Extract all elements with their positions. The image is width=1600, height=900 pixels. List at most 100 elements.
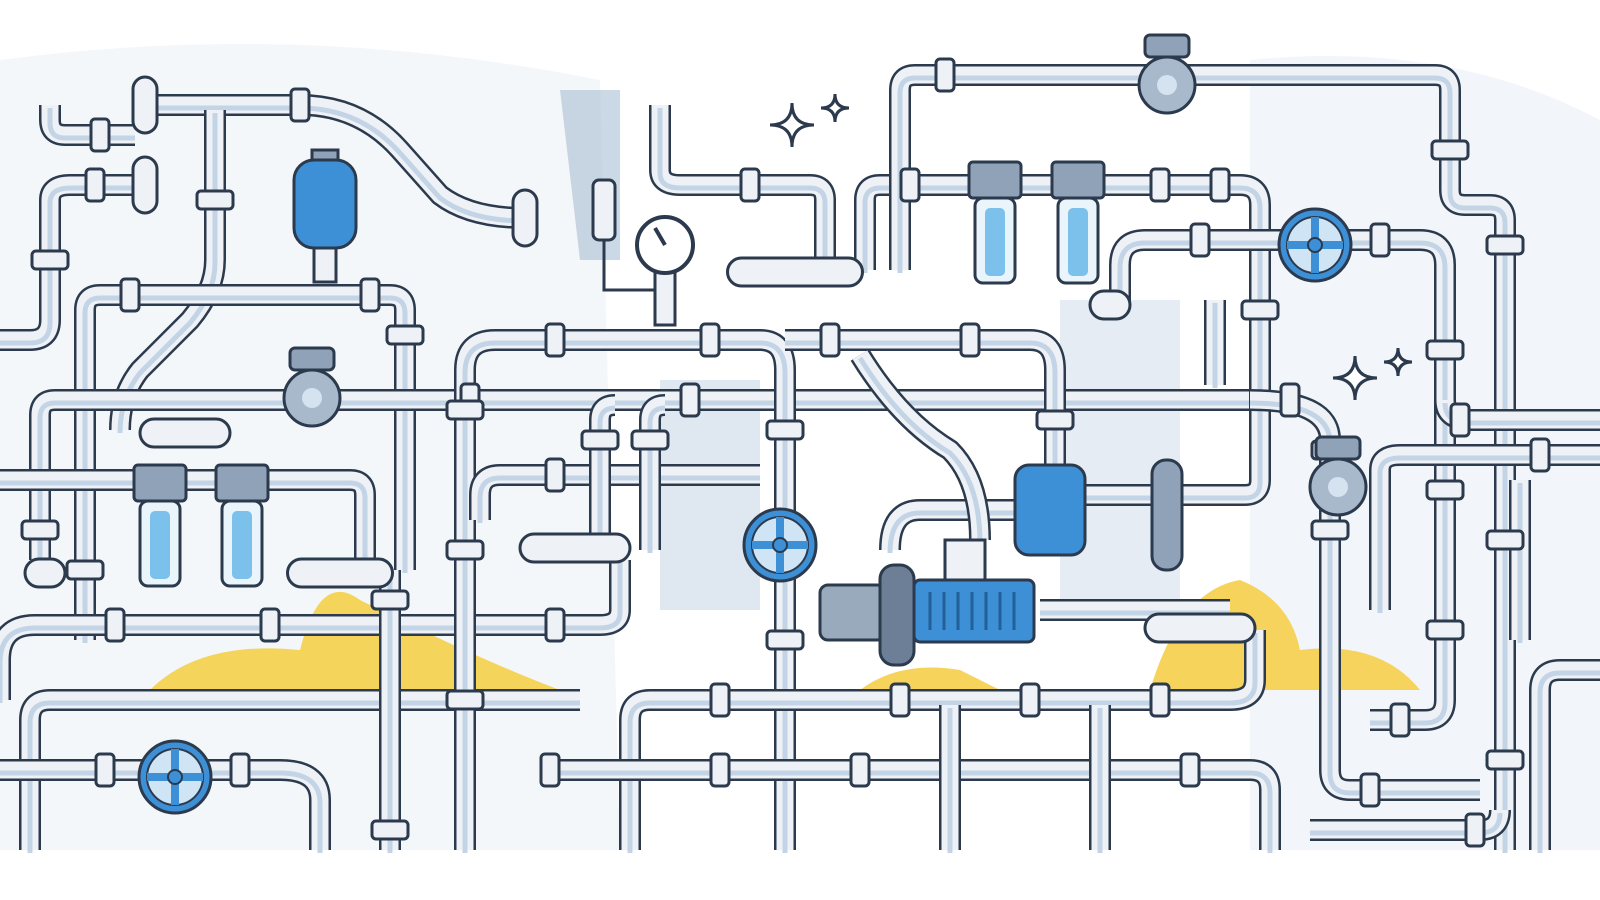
pipe-coupling	[1359, 772, 1381, 808]
pipe	[639, 394, 666, 553]
pipe-coupling	[765, 629, 805, 651]
pipe-end-cap	[511, 188, 539, 248]
pipe	[19, 689, 580, 853]
pipe-coupling	[1485, 529, 1525, 551]
pipe-coupling	[445, 539, 485, 561]
electric-motor-icon	[818, 538, 1036, 667]
pipe-flange	[138, 417, 232, 449]
pipe-coupling	[899, 167, 921, 203]
pipe-coupling	[1485, 234, 1525, 256]
pipe-coupling	[1179, 752, 1201, 788]
pipe	[454, 329, 796, 853]
pressure-vessel	[1013, 463, 1087, 557]
pipe-coupling	[370, 819, 410, 841]
pipe-coupling	[1035, 409, 1075, 431]
pipe	[850, 349, 991, 544]
pipe-coupling	[20, 519, 60, 541]
sparkle-icon	[769, 102, 815, 148]
pipe-coupling	[765, 419, 805, 441]
pipe-coupling	[259, 607, 281, 643]
pipe-coupling	[1149, 682, 1171, 718]
water-filter-icon	[214, 463, 270, 588]
pipe-flange	[518, 532, 632, 564]
pipe-coupling	[959, 322, 981, 358]
water-filter-icon	[1050, 160, 1106, 285]
pipe	[589, 394, 616, 548]
pipe-coupling	[849, 752, 871, 788]
pipe-coupling	[445, 399, 485, 421]
pipe-flange	[1150, 458, 1184, 572]
pipe-coupling	[385, 324, 425, 346]
pipe	[469, 464, 760, 523]
circulation-pump-icon	[1308, 435, 1368, 517]
pipe-coupling	[934, 57, 956, 93]
pipe	[854, 174, 1271, 506]
pipe	[879, 499, 1020, 554]
expansion-tank-icon	[292, 148, 358, 284]
pipe-coupling	[1425, 479, 1465, 501]
yellow-highlight	[860, 667, 1000, 690]
pipe-coupling	[1449, 402, 1471, 438]
pipe	[0, 614, 560, 703]
pipe-coupling	[84, 167, 106, 203]
pipe-flange	[1088, 289, 1132, 321]
pipe-coupling	[94, 752, 116, 788]
pipe-coupling	[544, 322, 566, 358]
pipe	[0, 469, 376, 568]
circulation-pump-icon	[1137, 33, 1197, 115]
pipe-coupling	[30, 249, 70, 271]
pipe-coupling	[1389, 702, 1411, 738]
pressure-gauge-icon	[591, 178, 695, 327]
pipe-coupling	[544, 457, 566, 493]
valve-wheel-icon	[742, 507, 818, 583]
water-filter-icon	[132, 463, 188, 588]
pipe-flange	[23, 557, 67, 589]
pipe-network	[0, 64, 1600, 853]
pipe	[1529, 659, 1600, 853]
circulation-pump-icon	[282, 346, 342, 428]
pipe-coupling	[709, 752, 731, 788]
pipe-coupling	[1279, 382, 1301, 418]
pipe-coupling	[699, 322, 721, 358]
pipe	[140, 94, 526, 229]
water-filter-icon	[967, 160, 1023, 285]
pipe-flange	[1143, 612, 1257, 644]
pipe-flange	[286, 557, 394, 589]
pipe	[1369, 444, 1600, 613]
pipe	[560, 560, 631, 636]
pipe	[619, 630, 1266, 853]
pipe	[0, 759, 331, 853]
pipe-coupling	[539, 752, 561, 788]
pipe-flange	[726, 256, 864, 288]
pipe-coupling	[1485, 749, 1525, 771]
background-shadow	[660, 380, 760, 610]
sparkle-icon	[820, 93, 850, 123]
pipe-coupling	[1425, 339, 1465, 361]
pipe-coupling	[1430, 139, 1470, 161]
valve-wheel-icon	[137, 739, 213, 815]
pipe-coupling	[370, 589, 410, 611]
pipe-coupling	[445, 689, 485, 711]
pipe	[560, 759, 1281, 853]
sparkle-icon	[1383, 347, 1413, 377]
pipe-coupling	[1425, 619, 1465, 641]
pipe-coupling	[1529, 437, 1551, 473]
pipe	[74, 284, 416, 643]
pipe-coupling	[104, 607, 126, 643]
pipe	[39, 105, 135, 146]
pipe-coupling	[1189, 222, 1211, 258]
pipe	[29, 389, 1250, 563]
sparkle-icon	[1332, 355, 1378, 401]
pipe-coupling	[819, 322, 841, 358]
pipe-coupling	[229, 752, 251, 788]
pipe	[1109, 229, 1456, 731]
pipe	[785, 329, 1066, 473]
background-shadow	[1060, 300, 1180, 620]
pipe-coupling	[630, 429, 670, 451]
pipe-end-cap	[131, 155, 159, 215]
pipe-end-cap	[131, 75, 159, 135]
pipe-coupling	[889, 682, 911, 718]
pipe-coupling	[544, 607, 566, 643]
pipe-coupling	[1240, 299, 1280, 321]
